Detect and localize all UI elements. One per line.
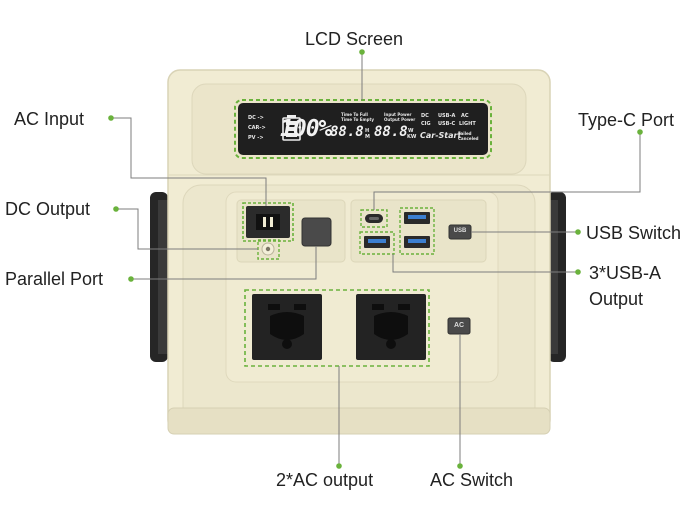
- lcd-time-value: 88.8: [330, 124, 364, 140]
- lcd-power-unit-kw: KW: [407, 134, 417, 140]
- lcd-indicator-cig: CIG: [421, 121, 431, 127]
- left-handle: [150, 192, 168, 362]
- leader-ac-input: [111, 117, 267, 206]
- lcd-pv-arrow: PV ->: [248, 135, 264, 141]
- leader-parallel: [131, 246, 317, 280]
- lcd-car-arrow: CAR->: [248, 125, 266, 131]
- lcd-time-label-full: Time To Full: [341, 112, 368, 117]
- usb-a-ports: [359, 207, 435, 255]
- label-usb-a-line2: Output: [589, 289, 644, 309]
- ac-outlet-right: [356, 294, 426, 360]
- ac-switch-label: AC: [453, 322, 465, 329]
- bottom-foot: [167, 407, 551, 435]
- label-lcd-screen: LCD Screen: [305, 29, 404, 49]
- lcd-car-start: Car-Start: [420, 131, 462, 140]
- label-ac-output: 2*AC output: [276, 470, 374, 490]
- lcd-screen: [234, 99, 492, 159]
- ac-outlet-left: [252, 294, 322, 360]
- lcd-battery-percent: 100%: [280, 116, 332, 142]
- leader-lines: [111, 52, 641, 466]
- lcd-time-unit-m: M: [365, 134, 370, 140]
- lcd-indicator-ac: AC: [461, 113, 469, 119]
- lcd-indicator-usb-a: USB-A: [438, 113, 456, 119]
- lcd-power-unit-w: W: [408, 128, 414, 134]
- leader-dc-output: [116, 208, 258, 250]
- lcd-indicator-dc: DC: [421, 113, 429, 119]
- ac-input-highlight-box: [242, 202, 294, 242]
- label-usb-a-line1: 3*USB-A: [589, 263, 662, 283]
- lcd-canceled: Canceled: [458, 136, 479, 141]
- ac-input-port: [242, 202, 294, 242]
- usb-a-highlight-box-left: [359, 231, 395, 255]
- dc-output-port: [257, 239, 280, 260]
- label-ac-switch: AC Switch: [430, 470, 514, 490]
- ac-switch-button: [447, 317, 471, 335]
- lcd-time-unit-h: H: [365, 128, 370, 134]
- right-handle: [548, 192, 566, 362]
- leader-dots: [108, 49, 643, 469]
- lcd-input-power-label: Input Power: [384, 112, 412, 117]
- lcd-output-power-label: Output Power: [384, 117, 416, 122]
- ac-output-highlight-box: [244, 289, 430, 367]
- lcd-dc-arrow: DC ->: [248, 115, 264, 121]
- leader-usb-a: [392, 254, 578, 273]
- label-parallel-port: Parallel Port: [5, 269, 104, 289]
- lcd-failed: Failed: [458, 131, 472, 136]
- lcd-indicator-usb-c: USB-C: [438, 121, 456, 127]
- usb-switch-label: USB: [453, 228, 467, 234]
- parallel-port: [301, 217, 332, 247]
- label-dc-output: DC Output: [5, 199, 91, 219]
- leader-type-c: [373, 132, 641, 210]
- lcd-time-label-empty: Time To Empty: [341, 117, 374, 122]
- lcd-power-value: 88.8: [374, 124, 408, 140]
- lcd-indicator-light: LIGHT: [459, 121, 476, 127]
- label-type-c-port: Type-C Port: [578, 110, 675, 130]
- label-usb-switch: USB Switch: [586, 223, 682, 243]
- usb-a-highlight-box-top: [399, 207, 435, 255]
- lcd-highlight-box: [234, 99, 492, 159]
- label-ac-input: AC Input: [14, 109, 85, 129]
